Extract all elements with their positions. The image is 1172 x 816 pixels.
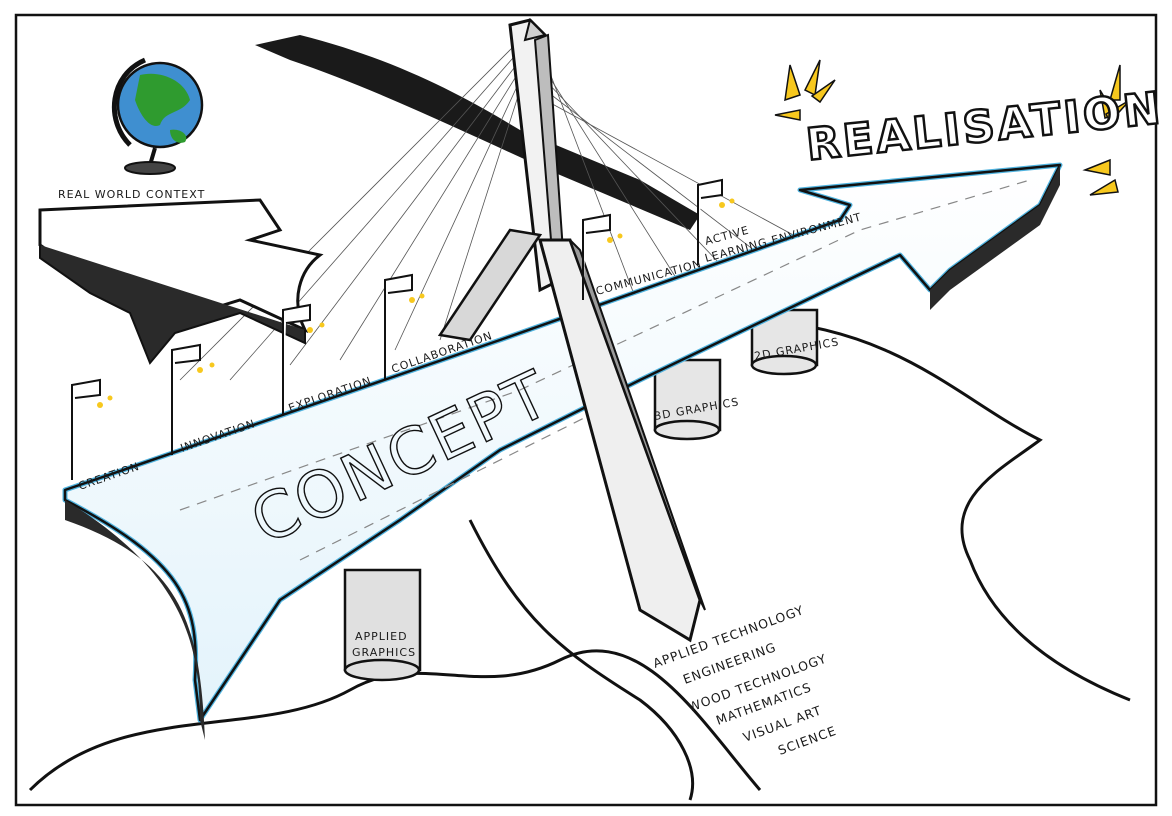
street-lamp-icon <box>71 178 723 480</box>
context-label: REAL WORLD CONTEXT <box>58 188 205 201</box>
globe-icon <box>112 57 204 175</box>
burst-icon <box>774 59 1131 196</box>
bridge-tower <box>437 18 706 643</box>
upper-black-road <box>255 35 700 230</box>
pillar-label-graphics: GRAPHICS <box>352 646 416 659</box>
lamp-light <box>97 198 735 408</box>
landscape-center <box>468 519 695 801</box>
pillar-3d-graphics <box>653 358 722 441</box>
landscape-left <box>28 649 762 792</box>
pillar-label-applied: APPLIED <box>355 630 408 643</box>
concept-road <box>62 162 1063 740</box>
pillar-applied-graphics <box>343 568 422 682</box>
landscape-right <box>759 318 1131 702</box>
